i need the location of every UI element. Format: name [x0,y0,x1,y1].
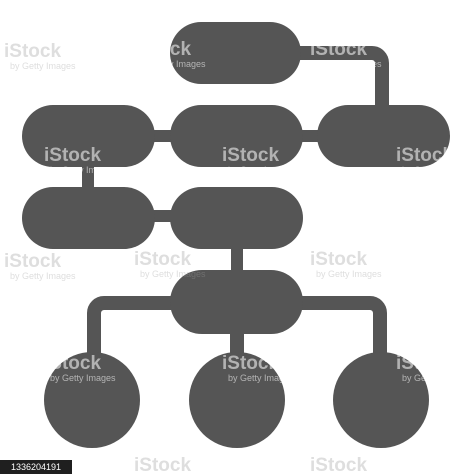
node-row2-left [22,187,155,249]
node-row1-right [317,105,450,167]
node-leaf-center [189,352,285,448]
node-row2-right [170,187,303,249]
node-row1-middle [170,105,303,167]
node-leaf-left [44,352,140,448]
stock-id-badge: 1336204191 [0,460,72,474]
connector-hub-left-branch [87,296,176,360]
connector-top-to-row1-right [300,46,389,110]
node-top [170,22,301,84]
node-leaf-right [333,352,429,448]
connector-hub-right-branch [298,296,387,360]
node-hub [170,270,303,334]
node-row1-left [22,105,155,167]
